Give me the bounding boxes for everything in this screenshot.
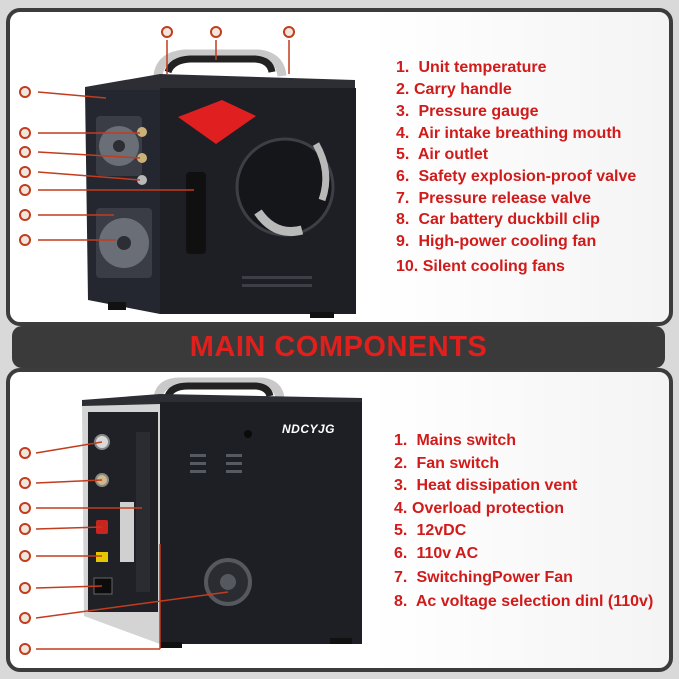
bottom-panel: NDCYJG 1. Mains switch 2. Fan switch 3. … xyxy=(6,368,673,672)
list-item: 7. Pressure release valve xyxy=(396,190,592,207)
list-item: 6. Safety explosion-proof valve xyxy=(396,168,637,185)
list-item: 3. Pressure gauge xyxy=(396,103,539,120)
list-item: 6. 110v AC xyxy=(394,545,479,562)
list-item: 3. Heat dissipation vent xyxy=(394,477,578,494)
list-item: 5. Air outlet xyxy=(396,146,489,163)
list-item: 8. Ac voltage selection dinl (110v) xyxy=(394,593,654,610)
callout-badge xyxy=(283,26,295,38)
top-legend: 1. Unit temperature 2.Carry handle 3. Pr… xyxy=(396,12,666,312)
bottom-legend: 1. Mains switch 2. Fan switch 3. Heat di… xyxy=(394,372,669,668)
list-item: 4. Air intake breathing mouth xyxy=(396,125,622,142)
callout-badge xyxy=(19,146,31,158)
callout-badge xyxy=(19,550,31,562)
list-item: 10. Silent cooling fans xyxy=(396,258,565,275)
banner-title: MAIN COMPONENTS xyxy=(189,330,488,363)
callout-badge xyxy=(19,127,31,139)
list-item: 2. Fan switch xyxy=(394,455,500,472)
list-item: 7. SwitchingPower Fan xyxy=(394,569,573,586)
list-item: 9. High-power cooling fan xyxy=(396,233,597,250)
section-banner: MAIN COMPONENTS xyxy=(12,326,665,368)
list-item: 4.Overload protection xyxy=(394,500,565,517)
list-item: 1. Unit temperature xyxy=(396,59,547,76)
list-item: 1. Mains switch xyxy=(394,432,517,449)
callout-badge xyxy=(19,612,31,624)
callout-badge xyxy=(161,26,173,38)
callout-badge xyxy=(19,166,31,178)
list-item: 5. 12vDC xyxy=(394,522,467,539)
callout-badge xyxy=(19,523,31,535)
callout-badge xyxy=(19,582,31,594)
compressor-bottom-illustration xyxy=(35,377,362,650)
callout-badge xyxy=(19,643,31,655)
callout-badge xyxy=(19,447,31,459)
callout-badge xyxy=(19,477,31,489)
brand-logo: NDCYJG xyxy=(282,422,336,436)
callout-badge xyxy=(19,184,31,196)
callout-badge xyxy=(19,209,31,221)
callout-badge xyxy=(19,86,31,98)
callout-badge xyxy=(19,502,31,514)
list-item: 8. Car battery duckbill clip xyxy=(396,211,600,228)
list-item: 2.Carry handle xyxy=(396,81,512,98)
compressor-top-illustration xyxy=(37,40,356,318)
callout-badge xyxy=(19,234,31,246)
top-panel: 1. Unit temperature 2.Carry handle 3. Pr… xyxy=(6,8,673,326)
callout-badge xyxy=(210,26,222,38)
